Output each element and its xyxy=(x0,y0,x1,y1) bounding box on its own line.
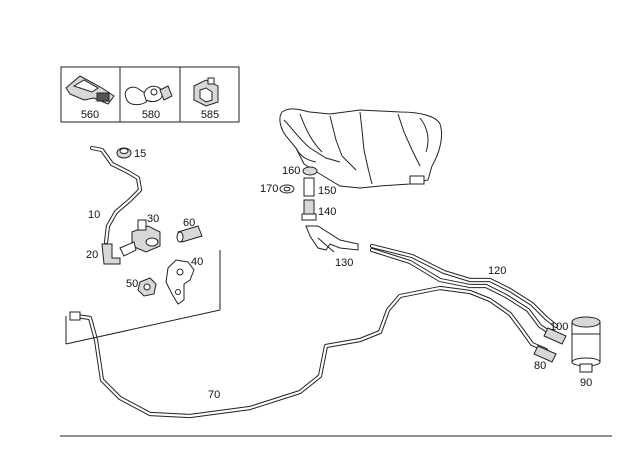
hose-10 xyxy=(89,145,143,245)
callout-label: 150 xyxy=(318,185,336,197)
line-end-fitting xyxy=(69,311,81,321)
filter-90 xyxy=(571,316,601,373)
callout-label: 130 xyxy=(335,257,353,269)
callout-label: 160 xyxy=(282,165,300,177)
fuel-line-120 xyxy=(369,243,559,337)
hose-100 xyxy=(543,327,567,345)
connector-clip-icon xyxy=(65,75,115,105)
callout-label: 15 xyxy=(134,148,146,160)
callout-label: 50 xyxy=(126,278,138,290)
callout-label: 100 xyxy=(550,321,568,333)
fuel-line-70 xyxy=(73,285,549,419)
callout-label: 120 xyxy=(488,265,506,277)
callout-label: 90 xyxy=(580,377,592,389)
callout-label: 40 xyxy=(191,256,203,268)
holder-clip-icon xyxy=(193,77,219,107)
callout-label: 30 xyxy=(147,213,159,225)
legend-number: 580 xyxy=(142,109,160,121)
cap-160 xyxy=(302,166,318,176)
callout-label: 10 xyxy=(88,209,100,221)
legend-box: 560 580 585 xyxy=(60,66,240,123)
legend-frame xyxy=(60,66,240,123)
valve-30 xyxy=(119,219,161,257)
callout-label: 80 xyxy=(534,360,546,372)
washer-170 xyxy=(279,184,295,194)
legend-number: 585 xyxy=(201,109,219,121)
callout-label: 20 xyxy=(86,249,98,261)
callout-label: 70 xyxy=(208,389,220,401)
callout-label: 60 xyxy=(183,217,195,229)
nut-50 xyxy=(137,277,157,297)
assembly-outline xyxy=(65,250,221,345)
grommet-15 xyxy=(116,147,132,159)
callout-label: 170 xyxy=(260,183,278,195)
valve-140 xyxy=(301,199,317,221)
bracket-40 xyxy=(165,259,195,305)
legend-number: 560 xyxy=(81,109,99,121)
elbow-20 xyxy=(101,243,121,265)
tee-fitting-130 xyxy=(305,225,359,253)
pipe-150 xyxy=(303,177,315,197)
sleeve-60 xyxy=(176,225,203,243)
hose-80 xyxy=(533,345,557,363)
double-clip-icon xyxy=(124,85,173,106)
fuel-tank xyxy=(279,108,443,189)
callout-label: 140 xyxy=(318,206,336,218)
